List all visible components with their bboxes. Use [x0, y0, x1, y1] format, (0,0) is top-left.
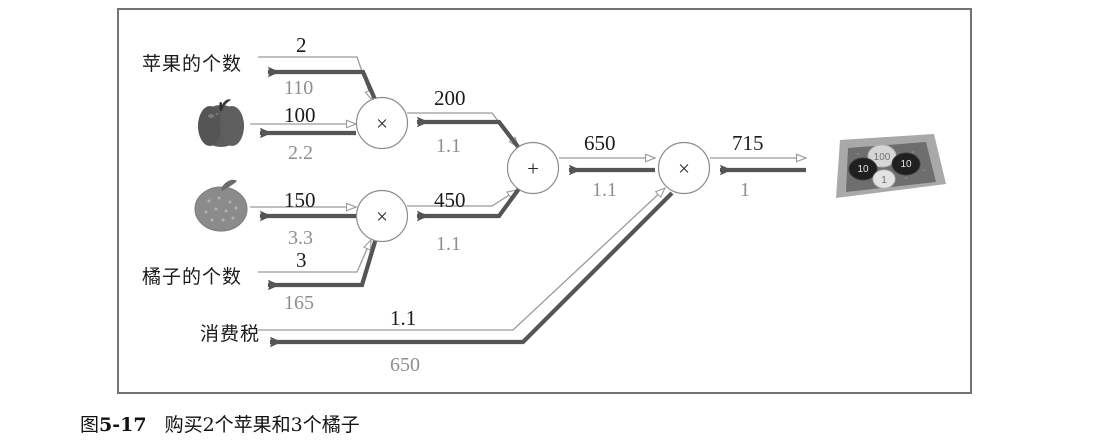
value-apple-total-forward: 200 [434, 86, 466, 110]
value-orange-count-backward: 165 [284, 292, 314, 314]
value-tax-forward: 1.1 [390, 306, 417, 330]
edge-apple-count-forward [258, 56, 372, 100]
value-total-backward: 1 [740, 179, 750, 201]
input-label-apple-count: 苹果的个数 [142, 53, 243, 75]
node-mul-tax [657, 141, 711, 195]
apple-icon [198, 99, 244, 147]
caption-prefix: 图 [80, 414, 100, 436]
svg-text:100: 100 [874, 152, 891, 163]
svg-text:10: 10 [857, 164, 869, 175]
node-add [506, 141, 560, 195]
input-label-tax-rate: 消费税 [200, 323, 261, 345]
value-apple-price-forward: 100 [284, 103, 316, 127]
node-symbol-mul-apple: × [376, 111, 388, 136]
edge-apple-total-forward [407, 112, 518, 147]
node-symbol-mul-tax: × [678, 156, 690, 181]
node-symbol-mul-orange: × [376, 204, 388, 229]
value-sum-forward: 650 [584, 131, 616, 155]
value-apple-total-backward: 1.1 [436, 135, 461, 157]
figure-caption: 图5-17 购买2个苹果和3个橘子 [80, 410, 360, 437]
coin-tray-icon: 100 10 10 1 [836, 134, 946, 198]
value-tax-backward: 650 [390, 354, 420, 376]
value-apple-count-backward: 110 [284, 77, 314, 99]
edge-orange-total-backward [417, 184, 523, 222]
value-orange-total-backward: 1.1 [436, 233, 461, 255]
edge-tax-backward [270, 191, 674, 348]
value-orange-count-forward: 3 [296, 248, 307, 272]
value-orange-total-forward: 450 [434, 188, 466, 212]
svg-text:10: 10 [900, 159, 912, 170]
value-orange-price-forward: 150 [284, 188, 316, 212]
caption-number: 5-17 [99, 414, 147, 436]
value-apple-count-forward: 2 [296, 33, 307, 57]
node-mul-apple [355, 96, 409, 150]
edge-orange-count-backward [268, 234, 380, 291]
value-orange-price-backward: 3.3 [288, 227, 313, 249]
value-sum-backward: 1.1 [592, 179, 617, 201]
node-symbol-add: + [527, 156, 539, 181]
edge-apple-total-backward [417, 116, 524, 154]
value-total-forward: 715 [732, 131, 764, 155]
node-mul-orange [355, 189, 409, 243]
edge-apple-count-backward [268, 66, 379, 105]
orange-icon [194, 179, 248, 232]
edge-orange-count-forward [258, 240, 371, 273]
operator-nodes [355, 96, 711, 243]
edge-orange-total-forward [407, 190, 517, 207]
svg-text:1: 1 [881, 175, 887, 186]
edge-tax-forward [258, 188, 665, 331]
caption-text: 购买2个苹果和3个橘子 [164, 414, 360, 436]
backward-edges [260, 66, 806, 348]
value-apple-price-backward: 2.2 [288, 142, 313, 164]
input-label-orange-count: 橘子的个数 [142, 266, 243, 288]
